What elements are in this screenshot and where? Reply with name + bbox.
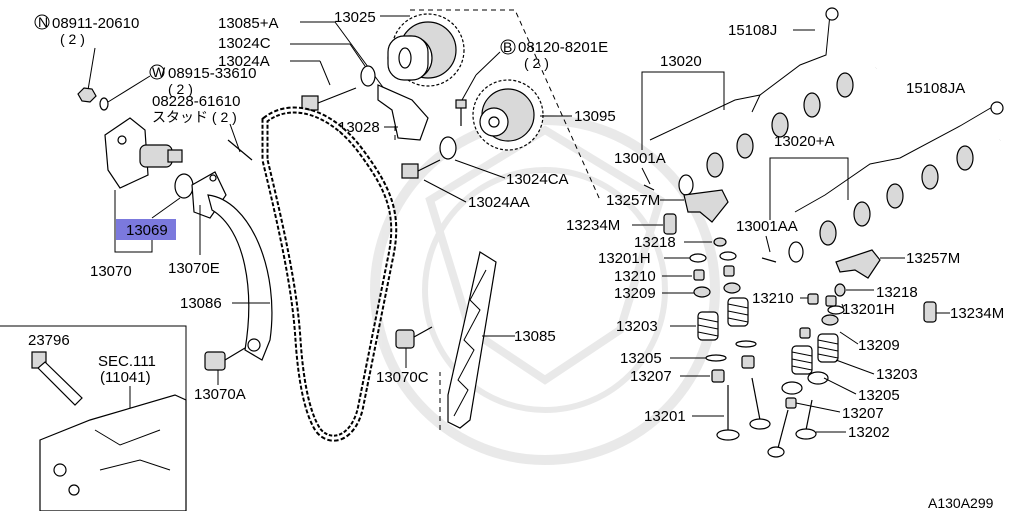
tensioner-guide-arm (207, 194, 273, 361)
label-13001a: 13001A (614, 150, 666, 167)
label-13024c: 13024C (218, 35, 271, 52)
rocker-arm-b (835, 249, 881, 279)
rocker-arm-a (683, 189, 729, 223)
chain-guide-13028 (377, 84, 429, 141)
intake-cam-sprocket (387, 13, 465, 87)
label-13020-a: 13020+A (774, 133, 834, 150)
chain-tensioner (104, 117, 183, 189)
label-08228-61610: 08228-61610 (152, 93, 240, 110)
label-13205-a: 13205 (620, 350, 662, 367)
slack-guide-13085 (447, 251, 497, 429)
label-13202: 13202 (848, 424, 890, 441)
label-13218-a: 13218 (634, 234, 676, 251)
label-sec111-ref: (11041) (100, 369, 151, 386)
lash-adjuster-b (923, 301, 937, 323)
label-13024a: 13024A (218, 53, 270, 70)
label-13095: 13095 (574, 108, 616, 125)
svg-text:B: B (503, 39, 512, 55)
circled-n-icon: N (34, 14, 50, 30)
label-13201h-a: 13201H (598, 250, 651, 267)
exhaust-valves (767, 399, 817, 458)
valve-spring-b (791, 333, 839, 375)
label-13085: 13085 (514, 328, 556, 345)
timing-chain (261, 106, 398, 442)
highlight-13069[interactable] (116, 219, 176, 240)
label-15108j: 15108J (728, 22, 777, 39)
label-stud-qty: スタッド ( 2 ) (152, 109, 237, 125)
svg-text:N: N (38, 14, 48, 30)
label-08911-20610: 08911-20610 (52, 15, 139, 32)
cam-position-sensor (31, 351, 83, 406)
lash-adjuster-a (663, 213, 677, 235)
diagram-id: A130A299 (928, 495, 994, 511)
label-08915-qty: ( 2 ) (168, 81, 193, 97)
label-15108ja: 15108JA (906, 80, 965, 97)
washer-13024ca (439, 136, 457, 160)
guide-bolt-13070c (395, 326, 433, 349)
label-13070E: 13070E (168, 260, 220, 277)
o-ring (174, 173, 194, 199)
washer-13024c (360, 65, 376, 87)
label-13020: 13020 (660, 53, 702, 70)
label-13234m-a: 13234M (566, 217, 620, 234)
label-13085-a: 13085+A (218, 15, 278, 32)
guide-pivot-bolt (204, 347, 246, 371)
oil-pipe-15108j (649, 7, 839, 141)
label-13203-a: 13203 (616, 318, 658, 335)
sprocket-bolt (455, 99, 467, 126)
label-13086: 13086 (180, 295, 222, 312)
label-13209-a: 13209 (614, 285, 656, 302)
label-13209-b: 13209 (858, 337, 900, 354)
label-13218-b: 13218 (876, 284, 918, 301)
label-08120-8201e: 08120-8201E (518, 39, 608, 56)
label-13025: 13025 (334, 9, 376, 26)
cylinder-head-section (39, 394, 187, 511)
bolt-13024aa (401, 159, 441, 179)
label-13001aa: 13001AA (736, 218, 798, 235)
label-13207-a: 13207 (630, 368, 672, 385)
label-08915-33610: 08915-33610 (168, 65, 256, 82)
valve-spring-a (697, 297, 749, 341)
label-13070c: 13070C (376, 369, 429, 386)
svg-text:W: W (152, 64, 166, 80)
label-13234m-b: 13234M (950, 305, 1004, 322)
label-sec111: SEC.111 (98, 353, 156, 370)
label-13070A: 13070A (194, 386, 246, 403)
label-13207-b: 13207 (842, 405, 884, 422)
label-13069[interactable]: 13069 (126, 222, 168, 239)
intake-valves (716, 377, 771, 441)
label-13024ca: 13024CA (506, 171, 569, 188)
label-13210-a: 13210 (614, 268, 656, 285)
oil-pipe-15108ja (794, 101, 1004, 213)
label-13257m-b: 13257M (906, 250, 960, 267)
circled-b-icon: B (500, 39, 516, 55)
label-13201: 13201 (644, 408, 686, 425)
label-13201h-b: 13201H (842, 301, 895, 318)
label-08911-qty: ( 2 ) (60, 31, 85, 47)
circled-w-icon: W (149, 64, 166, 80)
exhaust-cam-sprocket (472, 79, 544, 151)
label-13024aa: 13024AA (468, 194, 530, 211)
label-13070: 13070 (90, 263, 132, 280)
label-13203-b: 13203 (876, 366, 918, 383)
hex-nut (77, 87, 97, 103)
label-13205-b: 13205 (858, 387, 900, 404)
label-13210-b: 13210 (752, 290, 794, 307)
bolt-13024a (301, 87, 357, 111)
label-13257m-a: 13257M (606, 192, 660, 209)
label-23796: 23796 (28, 332, 70, 349)
intake-camshaft (678, 64, 879, 196)
label-08120-qty: ( 2 ) (524, 55, 549, 71)
exhaust-camshaft (788, 136, 1003, 263)
